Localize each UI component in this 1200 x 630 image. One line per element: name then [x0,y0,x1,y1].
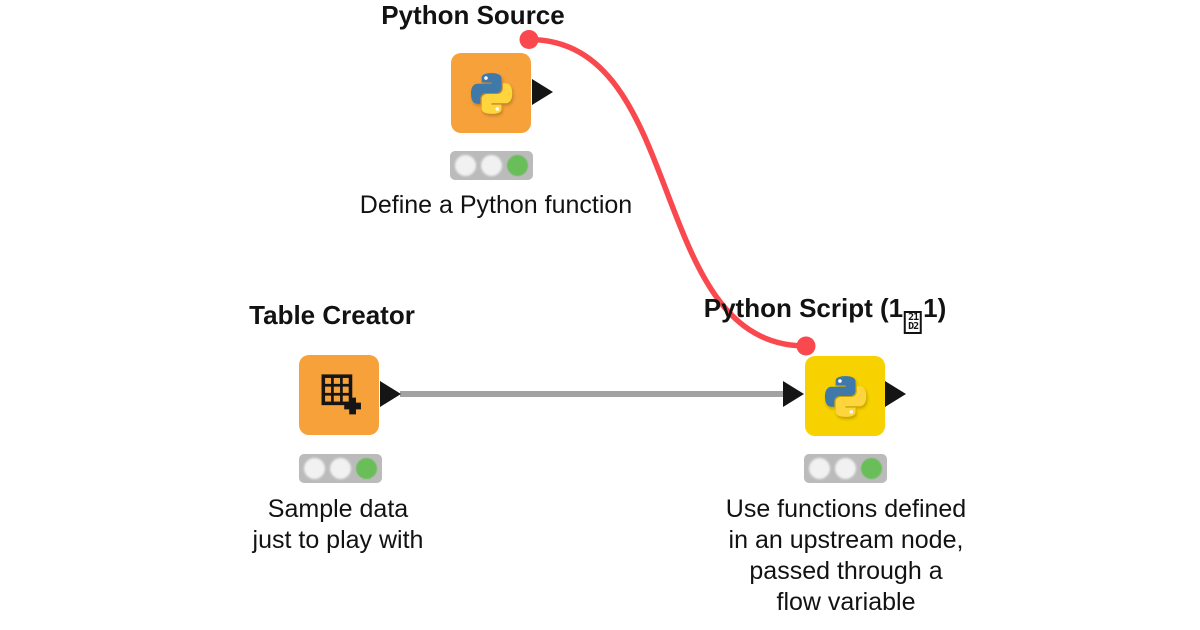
traffic-light-green-on [861,458,882,479]
traffic-light-red-off [304,458,325,479]
flow-variable-connection[interactable] [526,36,809,349]
title-text-prefix: Python Script (1 [703,293,904,323]
flow-variable-output-port-python-source[interactable] [519,30,539,49]
traffic-light-red-off [455,155,476,176]
traffic-light-yellow-off [330,458,351,479]
traffic-light-green-on [507,155,528,176]
node-caption-table-creator[interactable]: Sample data just to play with [252,495,424,554]
traffic-light-yellow-off [835,458,856,479]
flow-variable-input-port-python-script[interactable] [796,336,816,356]
traffic-light-table-creator [299,454,382,483]
traffic-light-red-off [809,458,830,479]
node-table-creator[interactable] [299,355,379,435]
node-python-source[interactable] [451,53,531,133]
traffic-light-python-source [450,151,533,180]
python-logo-icon [470,72,512,114]
table-plus-icon [321,374,361,415]
output-port-python-script[interactable] [885,381,906,407]
traffic-light-python-script [804,454,887,483]
node-python-script[interactable] [805,356,885,436]
output-port-table-creator[interactable] [380,381,401,407]
input-port-python-script[interactable] [783,381,804,407]
traffic-light-yellow-off [481,155,502,176]
node-caption-python-source[interactable]: Define a Python function [359,191,633,219]
node-title-table-creator[interactable]: Table Creator [249,300,415,330]
output-port-python-source[interactable] [532,79,553,105]
python-logo-icon [824,375,866,417]
node-caption-python-script[interactable]: Use functions defined in an upstream nod… [725,495,967,616]
traffic-light-green-on [356,458,377,479]
node-title-python-source[interactable]: Python Source [381,0,565,30]
title-text-suffix: 1) [923,293,947,323]
